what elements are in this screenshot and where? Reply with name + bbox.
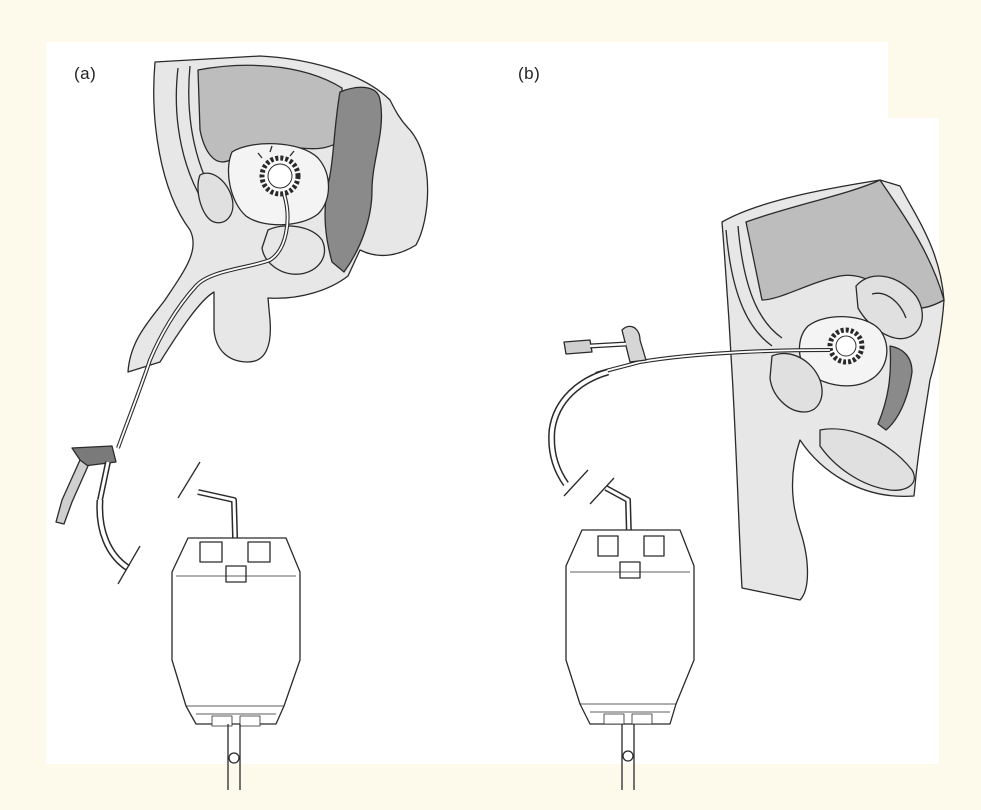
panel-label-a: (a) [74, 64, 96, 84]
drainage-tube [552, 372, 608, 484]
panel-label-b: (b) [518, 64, 540, 84]
urine-drainage-bag [566, 530, 694, 724]
panel-b-drawing [552, 180, 944, 790]
break-mark [178, 462, 200, 498]
break-mark [564, 470, 588, 496]
inflation-port [56, 460, 88, 524]
panel-a-drawing [56, 56, 428, 790]
inflation-port [564, 340, 592, 354]
